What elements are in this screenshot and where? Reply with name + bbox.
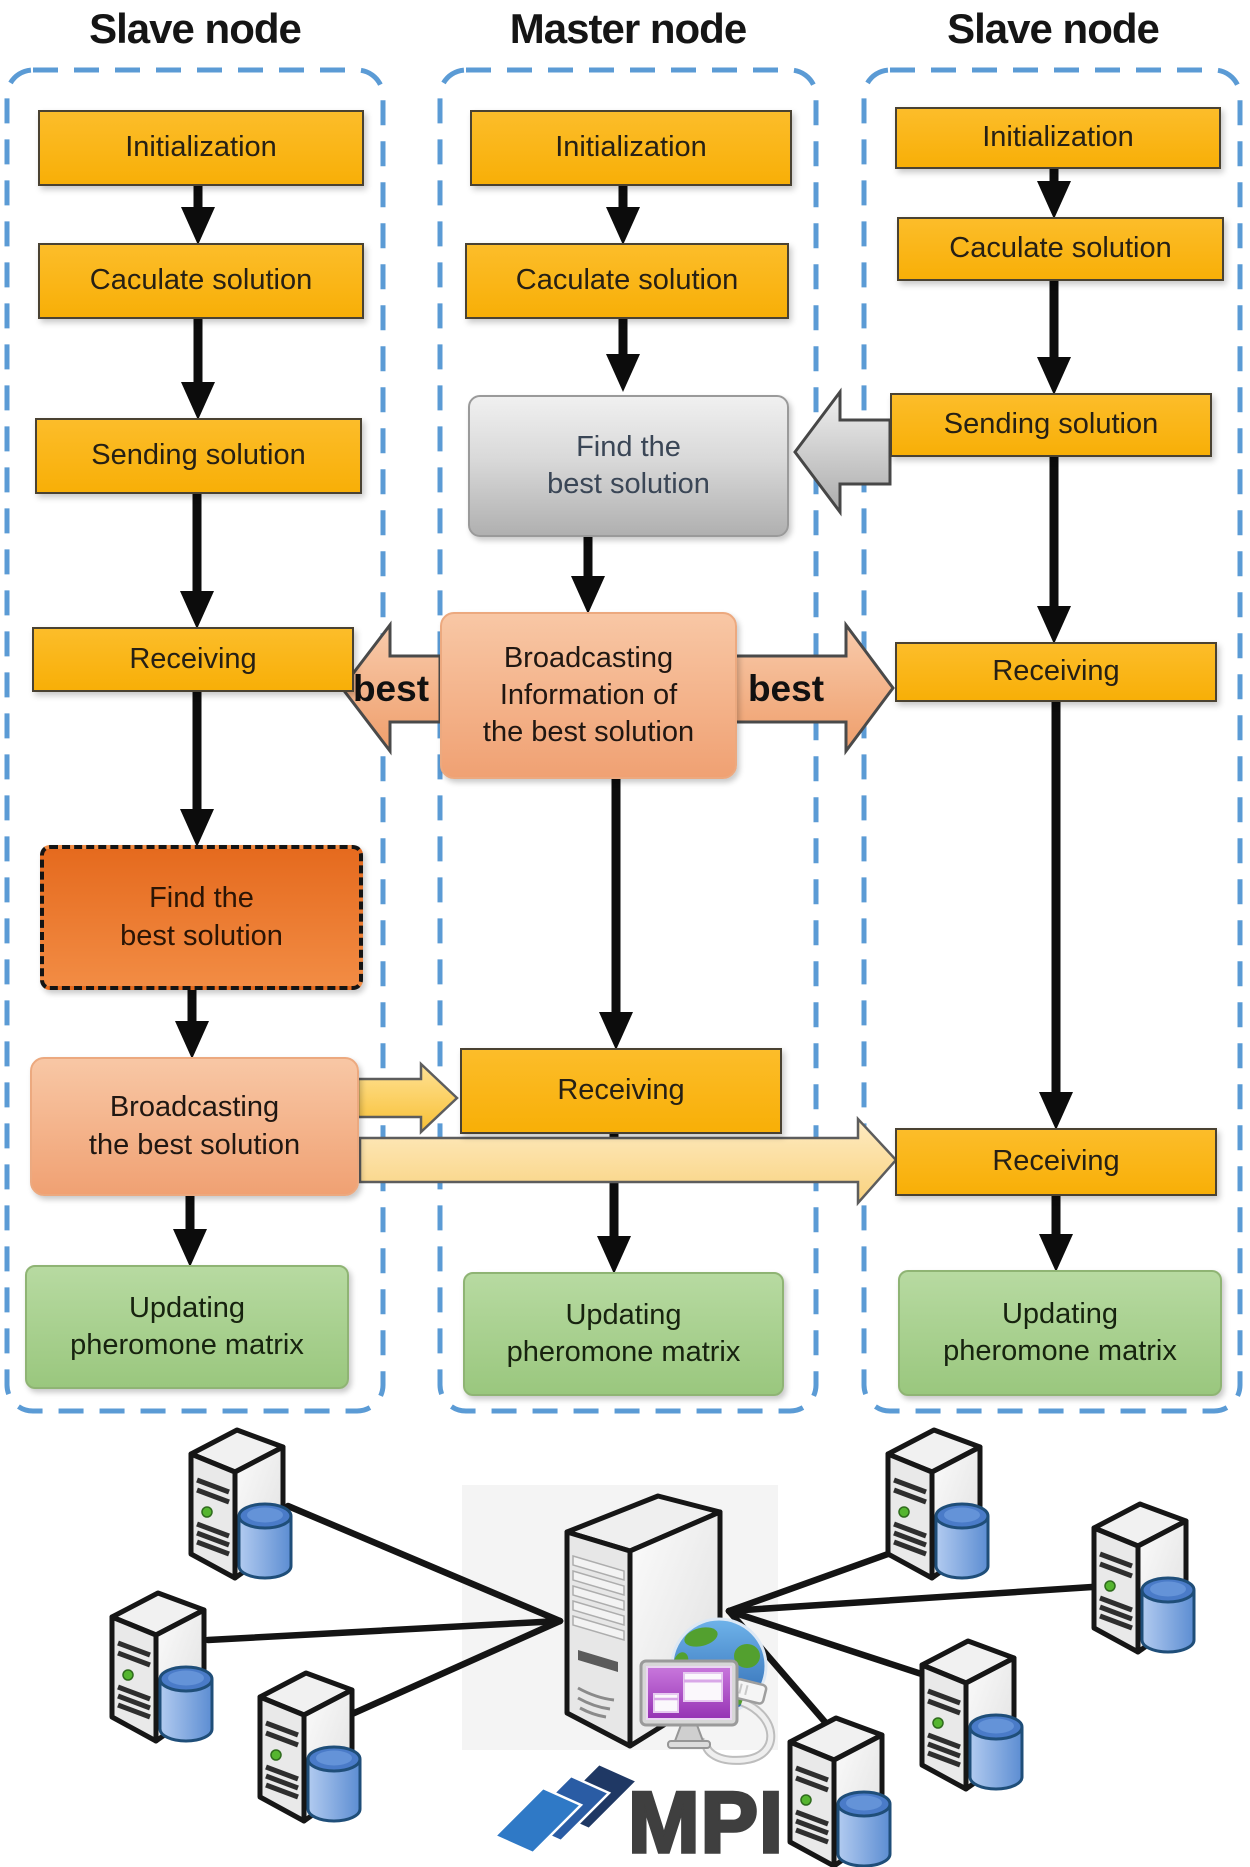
column-title-master: Master node bbox=[509, 5, 747, 52]
best-arrow-left: best bbox=[340, 620, 442, 756]
master-frame bbox=[437, 67, 819, 1414]
flow-arrows bbox=[173, 167, 1073, 1274]
best-label-left: best bbox=[353, 668, 429, 709]
box-left-broadcasting-best: Broadcasting the best solution bbox=[30, 1057, 359, 1196]
slave-right-frame bbox=[861, 67, 1243, 1414]
box-left-find-best-solution: Find the best solution bbox=[40, 845, 363, 990]
server-icon bbox=[112, 1593, 212, 1741]
server-icon bbox=[1094, 1504, 1194, 1652]
box-right-calculate-solution: Caculate solution bbox=[897, 217, 1224, 281]
box-master-calculate-solution: Caculate solution bbox=[465, 243, 789, 319]
box-right-sending-solution: Sending solution bbox=[890, 393, 1212, 457]
column-title-slave-right: Slave node bbox=[947, 5, 1160, 52]
box-left-calculate-solution: Caculate solution bbox=[38, 243, 364, 319]
box-left-sending-solution: Sending solution bbox=[35, 418, 362, 494]
network-links bbox=[204, 1502, 1096, 1741]
server-icon bbox=[260, 1673, 360, 1821]
solution-arrow-to-master-icon bbox=[793, 387, 892, 517]
box-right-updating-pheromone: Updating pheromone matrix bbox=[898, 1270, 1222, 1396]
server-icon bbox=[790, 1718, 890, 1866]
box-master-receiving: Receiving bbox=[460, 1048, 782, 1134]
box-right-initialization: Initialization bbox=[895, 107, 1221, 169]
box-master-broadcasting-info: Broadcasting Information of the best sol… bbox=[440, 612, 737, 779]
box-master-updating-pheromone: Updating pheromone matrix bbox=[463, 1272, 784, 1396]
box-master-initialization: Initialization bbox=[470, 110, 792, 186]
monitor-icon bbox=[639, 1659, 739, 1749]
box-left-receiving: Receiving bbox=[32, 627, 354, 692]
box-left-updating-pheromone: Updating pheromone matrix bbox=[25, 1265, 349, 1389]
mpi-logo: MPI bbox=[492, 1762, 785, 1867]
box-master-find-best-solution: Find the best solution bbox=[468, 395, 789, 537]
mpi-label: MPI bbox=[628, 1775, 784, 1867]
column-frames bbox=[4, 67, 1243, 1414]
column-title-slave-left: Slave node bbox=[89, 5, 302, 52]
best-arrow-right: best bbox=[731, 620, 895, 756]
slave-left-frame bbox=[4, 67, 386, 1414]
broadcast-arrow-to-master-icon bbox=[356, 1061, 459, 1135]
best-label-right: best bbox=[748, 668, 824, 709]
network-cable-icon bbox=[701, 1678, 776, 1765]
box-right-receiving-broadcast: Receiving bbox=[895, 1128, 1217, 1196]
box-right-receiving-best: Receiving bbox=[895, 642, 1217, 702]
box-left-initialization: Initialization bbox=[38, 110, 364, 186]
server-icon bbox=[888, 1430, 988, 1578]
broadcast-arrow-to-slave-icon bbox=[358, 1115, 898, 1207]
server-icon bbox=[191, 1430, 291, 1578]
server-icon bbox=[922, 1641, 1022, 1789]
